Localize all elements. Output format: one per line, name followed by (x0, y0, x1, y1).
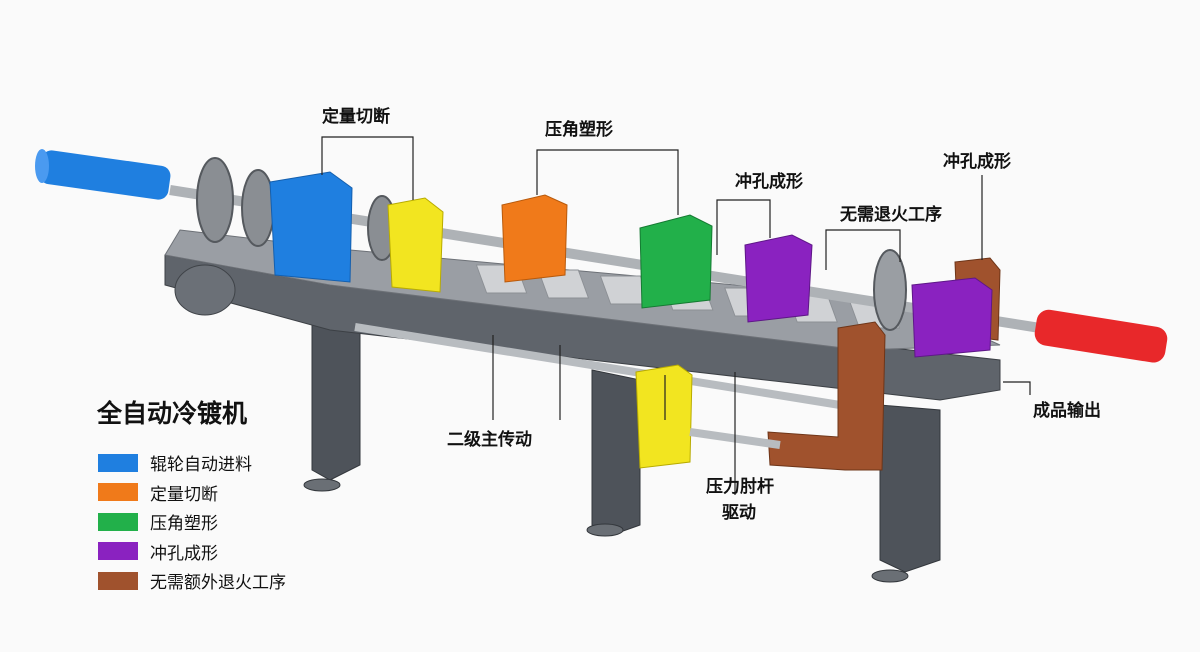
legend-label: 无需额外退火工序 (150, 573, 286, 594)
legend-label: 压角塑形 (150, 514, 218, 535)
press-block (639, 214, 713, 309)
punch-block (744, 234, 813, 323)
machine-legs (303, 314, 941, 583)
right-flywheel (873, 249, 907, 331)
legend-label: 辊轮自动进料 (150, 455, 252, 476)
feed-cylinder (35, 149, 171, 200)
legend-item: 冲孔成形 (98, 537, 286, 567)
legend-swatch (98, 542, 138, 561)
feed-gears (196, 157, 275, 247)
callout-press: 压角塑形 (545, 120, 613, 140)
legend-item: 定量切断 (98, 478, 286, 508)
legend-swatch (98, 571, 138, 590)
callout-punch-1: 冲孔成形 (735, 172, 803, 192)
feed-roller-unit (269, 171, 353, 283)
cut-unit (387, 197, 444, 293)
motor (174, 264, 236, 316)
secondary-drive-shaft (354, 323, 841, 409)
legend-item: 压角塑形 (98, 507, 286, 537)
legend-swatch (98, 512, 138, 531)
legend-item: 无需额外退火工序 (98, 566, 286, 596)
callout-output: 成品输出 (1033, 401, 1101, 421)
output-cylinder (1034, 309, 1168, 363)
legend-label: 定量切断 (150, 484, 218, 505)
legend-swatch (98, 453, 138, 472)
callout-lines (321, 136, 1031, 495)
diagram-title: 全自动冷镀机 (97, 399, 248, 428)
callout-punch-2: 冲孔成形 (943, 152, 1011, 172)
legend-label: 冲孔成形 (150, 543, 218, 564)
callout-cut: 定量切断 (322, 107, 390, 127)
legend: 辊轮自动进料 定量切断 压角塑形 冲孔成形 无需额外退火工序 (98, 448, 286, 596)
no-anneal-unit-lower (767, 321, 886, 471)
legend-swatch (98, 483, 138, 502)
callout-toggle-drive-2: 驱动 (722, 503, 756, 523)
toggle-drive-unit (635, 364, 693, 469)
callout-secondary-drive: 二级主传动 (447, 430, 532, 450)
callout-toggle-drive-1: 压力肘杆 (706, 477, 774, 497)
punch-block-right (911, 277, 993, 358)
cut-block (501, 194, 568, 283)
legend-item: 辊轮自动进料 (98, 448, 286, 478)
callout-no-anneal: 无需退火工序 (840, 205, 942, 225)
